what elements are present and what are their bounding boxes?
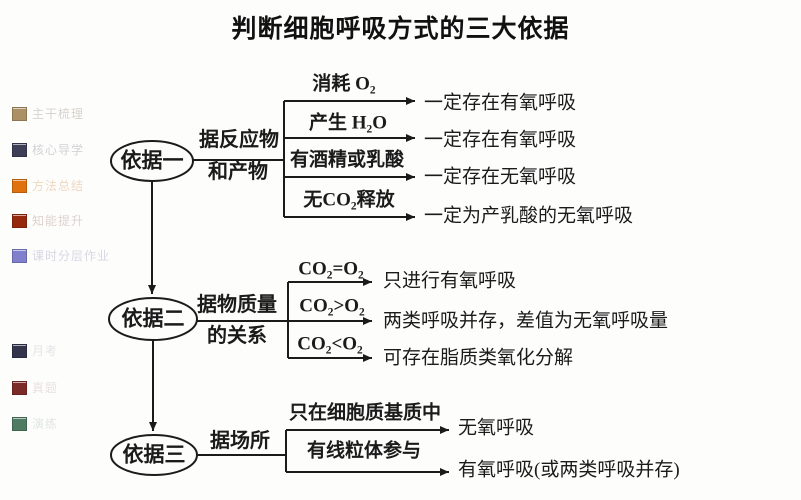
s2-result-1: 只进行有氧呼吸	[383, 270, 517, 292]
node-label-basis-1: 依据一	[120, 148, 184, 173]
s1-result-4: 一定为产乳酸的无氧呼吸	[424, 205, 634, 227]
s1-result-1: 一定存在有氧呼吸	[424, 92, 577, 114]
s3-condition-1: 只在细胞质基质中	[288, 402, 442, 424]
sidebar-item-label: 月考	[32, 344, 59, 358]
sidebar-item-label: 核心导学	[32, 143, 85, 157]
s1-condition-1: 消耗 O₂	[312, 73, 376, 95]
s1-condition-2: 产生 H₂O	[308, 112, 388, 134]
s2-result-3: 可存在脂质类氧化分解	[383, 347, 574, 369]
menu-color-swatch-icon	[12, 343, 27, 358]
s2-condition-3: CO₂<O₂	[297, 333, 363, 355]
node-label-basis-2: 依据二	[121, 306, 185, 331]
s2-condition-2: CO₂>O₂	[299, 295, 365, 317]
menu-color-swatch-icon	[12, 142, 27, 157]
s1-result-2: 一定存在有氧呼吸	[424, 129, 577, 151]
sidebar-item-1[interactable]: 主干梳理	[12, 105, 84, 122]
s1-criterion-line1: 据反应物	[199, 129, 279, 151]
s2-criterion-line1: 据物质量	[197, 294, 277, 316]
menu-color-swatch-icon	[12, 213, 27, 228]
sidebar-item-label: 演练	[32, 417, 59, 431]
sidebar-item-4[interactable]: 知能提升	[12, 212, 84, 229]
s1-condition-4: 无CO₂释放	[303, 189, 395, 211]
page-title: 判断细胞呼吸方式的三大依据	[231, 15, 570, 43]
s2-criterion-line2: 的关系	[207, 325, 267, 347]
sidebar-item-2[interactable]: 核心导学	[12, 141, 84, 158]
menu-color-swatch-icon	[12, 248, 27, 263]
menu-color-swatch-icon	[12, 380, 27, 395]
s2-condition-1: CO₂=O₂	[298, 258, 364, 280]
sidebar-item-label: 真题	[32, 381, 59, 395]
sidebar-item-8[interactable]: 演练	[12, 415, 58, 432]
menu-color-swatch-icon	[12, 416, 27, 431]
s1-result-3: 一定存在无氧呼吸	[424, 166, 577, 188]
s3-result-2: 有氧呼吸(或两类呼吸并存)	[458, 459, 680, 481]
sidebar-item-3[interactable]: 方法总结	[12, 177, 84, 194]
s3-condition-2: 有线粒体参与	[306, 440, 422, 462]
menu-color-swatch-icon	[12, 178, 27, 193]
node-label-basis-3: 依据三	[122, 442, 186, 467]
sidebar-item-7[interactable]: 真题	[12, 379, 58, 396]
sidebar-item-label: 方法总结	[32, 179, 85, 193]
s1-criterion-line2: 和产物	[208, 161, 268, 183]
sidebar-item-6[interactable]: 月考	[12, 342, 58, 359]
sidebar-item-label: 课时分层作业	[32, 249, 111, 263]
sidebar-item-label: 主干梳理	[32, 107, 85, 121]
s3-criterion-line1: 据场所	[210, 430, 270, 452]
menu-color-swatch-icon	[12, 106, 27, 121]
s1-condition-3: 有酒精或乳酸	[289, 149, 405, 171]
sidebar-item-5[interactable]: 课时分层作业	[12, 247, 110, 264]
sidebar-item-label: 知能提升	[32, 214, 85, 228]
s2-result-2: 两类呼吸并存，差值为无氧呼吸量	[383, 310, 669, 332]
s3-result-1: 无氧呼吸	[458, 417, 535, 439]
